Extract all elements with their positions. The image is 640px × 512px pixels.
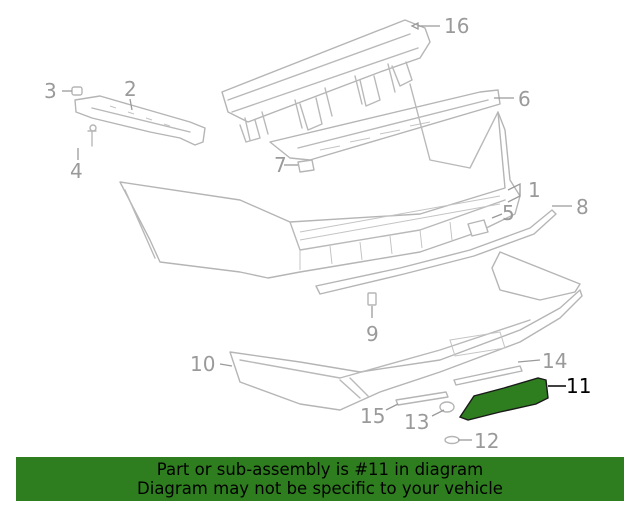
info-banner: Part or sub-assembly is #11 in diagram D…: [16, 457, 624, 501]
callout-10: 10: [190, 352, 215, 376]
part-7-bracket: [297, 159, 315, 173]
callout-4: 4: [70, 159, 83, 183]
parts-diagram: 16 2 3 4 6 7 1 5 8 9 10 14 11 15 13 12: [44, 14, 591, 453]
callout-3: 3: [44, 79, 57, 103]
part-12-clip: [444, 435, 460, 445]
callout-16: 16: [444, 14, 469, 38]
part-1-bumper-cover: [119, 83, 521, 279]
callout-12: 12: [474, 429, 499, 453]
callout-15: 15: [360, 404, 385, 428]
part-15-strip: [395, 391, 449, 406]
part-13-grommet: [439, 401, 455, 413]
leader-lines: [62, 21, 572, 441]
part-8-molding: [315, 209, 557, 295]
part-11-skid-plate-highlighted: [458, 377, 549, 421]
callout-6: 6: [518, 87, 531, 111]
part-9-clip: [367, 292, 377, 306]
part-14-strip: [453, 365, 523, 386]
part-6-step-pad: [269, 89, 501, 161]
callout-14: 14: [542, 349, 567, 373]
callout-2: 2: [124, 77, 137, 101]
part-2-bracket: [74, 95, 206, 146]
callout-9: 9: [366, 322, 379, 346]
callout-13: 13: [404, 410, 429, 434]
banner-line-1: Part or sub-assembly is #11 in diagram: [156, 460, 484, 479]
part-10-lower-valance: [229, 251, 583, 411]
callout-1: 1: [528, 178, 541, 202]
callout-8: 8: [576, 195, 589, 219]
part-3-clip: [71, 86, 83, 96]
part-5-pad: [467, 219, 489, 237]
callout-5: 5: [502, 201, 515, 225]
banner-line-2: Diagram may not be specific to your vehi…: [137, 479, 503, 498]
callout-11: 11: [566, 374, 591, 398]
part-4-bolt: [87, 124, 97, 147]
callout-7: 7: [274, 153, 287, 177]
part-16-reinforcement: [221, 19, 431, 143]
